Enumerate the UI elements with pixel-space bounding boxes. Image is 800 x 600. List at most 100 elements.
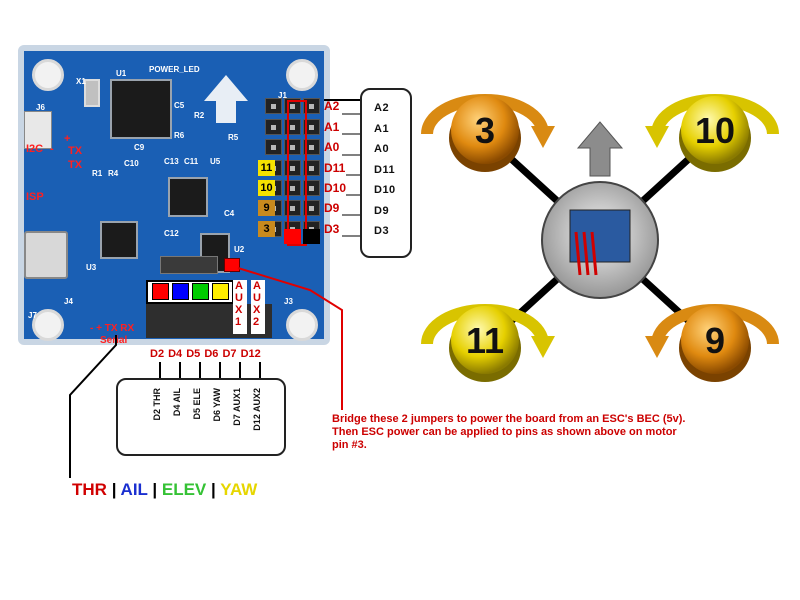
silk-label: POWER_LED [149,65,200,74]
channel-legend: THR | AIL | ELEV | YAW [72,480,257,500]
direction-arrow-stem [216,101,236,123]
header-row-label: D3 [324,222,340,236]
usb-chip [100,221,138,259]
silk-label: C5 [174,101,185,110]
note-line: pin #3. [332,439,367,451]
pin-name: A0 [374,143,390,155]
serial-pins-label: - + TX RX [90,323,135,334]
motor-top [681,96,749,164]
mcu-chip [110,79,172,139]
jumper-header [160,256,218,274]
rotation-arrow-head [645,126,669,148]
quad-diagram: 3 10 11 9 [421,94,779,382]
legend-thr: THR [72,480,107,499]
rx-color-swatch [212,283,229,300]
silk-label: J1 [278,91,287,100]
silk-label: C10 [124,159,139,168]
silk-label: J4 [64,297,73,306]
note-line: Bridge these 2 jumpers to power the boar… [332,413,686,425]
motor-top [451,96,519,164]
silk-label: R5 [228,133,239,142]
legend-ail: AIL [120,480,148,499]
mounting-hole [286,309,318,341]
motor-number: 11 [466,320,504,361]
motor-top [681,306,749,374]
header-row-label: D11 [324,161,346,175]
silk-label: U1 [116,69,127,78]
rx-pins-label: D2 D4 D5 D6 D7 D12 [150,348,261,360]
motor-number: 10 [695,110,735,151]
direction-arrow [204,75,248,101]
silk-label: C11 [184,157,199,166]
aux1-label: AUX1 [235,280,243,328]
power-rail-highlight [287,100,307,246]
legend-sep: | [152,480,158,499]
orientation-arrow [576,121,624,177]
quad-body-board [569,209,631,263]
power-pin-red [284,229,301,244]
rx-color-swatch [152,283,169,300]
silk-label: R4 [108,169,119,178]
mounting-hole [32,309,64,341]
header-pin [303,180,320,196]
legend-sep: | [111,480,117,499]
silk-label: U3 [86,263,97,272]
motor-3: 3 [421,94,555,172]
silk-label: X1 [76,77,86,86]
aux2-label-bg: AUX2 [251,280,265,334]
pin-name: D11 [374,163,396,176]
i2c-connector [24,111,52,149]
usb-port [24,231,68,279]
gyro-chip [168,177,208,217]
isp-label: ISP [26,191,44,203]
rx-color-swatch [172,283,189,300]
header-pin [303,139,320,155]
motor-badge: 3 [258,221,275,237]
header-pin [303,98,320,114]
silk-label: R2 [194,111,205,120]
rx-color-strip [146,280,234,304]
pin-name: A2 [374,102,390,114]
motor-badge: 10 [258,180,275,196]
aux2-label: AUX2 [253,280,261,328]
rotation-arrow-head [645,336,669,358]
ground-pin-black [303,229,320,244]
aux1-label-bg: AUX1 [233,280,247,334]
motor-number: 9 [705,320,725,361]
header-pin [303,160,320,176]
header-row-label: A0 [324,140,340,154]
mounting-hole [286,59,318,91]
bec-jumper [224,258,240,272]
header-pin [265,139,282,155]
header-pin [303,119,320,135]
note-line: Then ESC power can be applied to pins as… [332,426,677,438]
tx-label: TX [68,159,83,171]
header-row-label: A1 [324,120,340,134]
legend-yaw: YAW [220,480,258,499]
pin-name: D10 [374,184,396,196]
pin-name: A1 [374,122,390,135]
tx-label: TX [68,145,83,157]
silk-label: R1 [92,169,103,178]
motor-11: 11 [421,304,555,382]
motor-badge: 9 [258,200,275,216]
header-pin [265,98,282,114]
legend-sep: | [211,480,216,499]
motor-badge: 11 [258,160,275,176]
jumper-note: Bridge these 2 jumpers to power the boar… [332,413,685,452]
serial-label: Serial [100,335,128,346]
silk-label: C12 [164,229,179,238]
silk-label: C13 [164,157,179,166]
motor-number: 3 [475,110,495,151]
legend-elev: ELEV [161,480,207,499]
silk-label: J7 [28,311,37,320]
minus-label: - [50,143,54,155]
plus-label: + [64,133,71,145]
motor-10: 10 [645,94,779,172]
motor-top [451,306,519,374]
silk-label: U2 [234,245,245,254]
rotation-arrow-head [531,126,555,148]
